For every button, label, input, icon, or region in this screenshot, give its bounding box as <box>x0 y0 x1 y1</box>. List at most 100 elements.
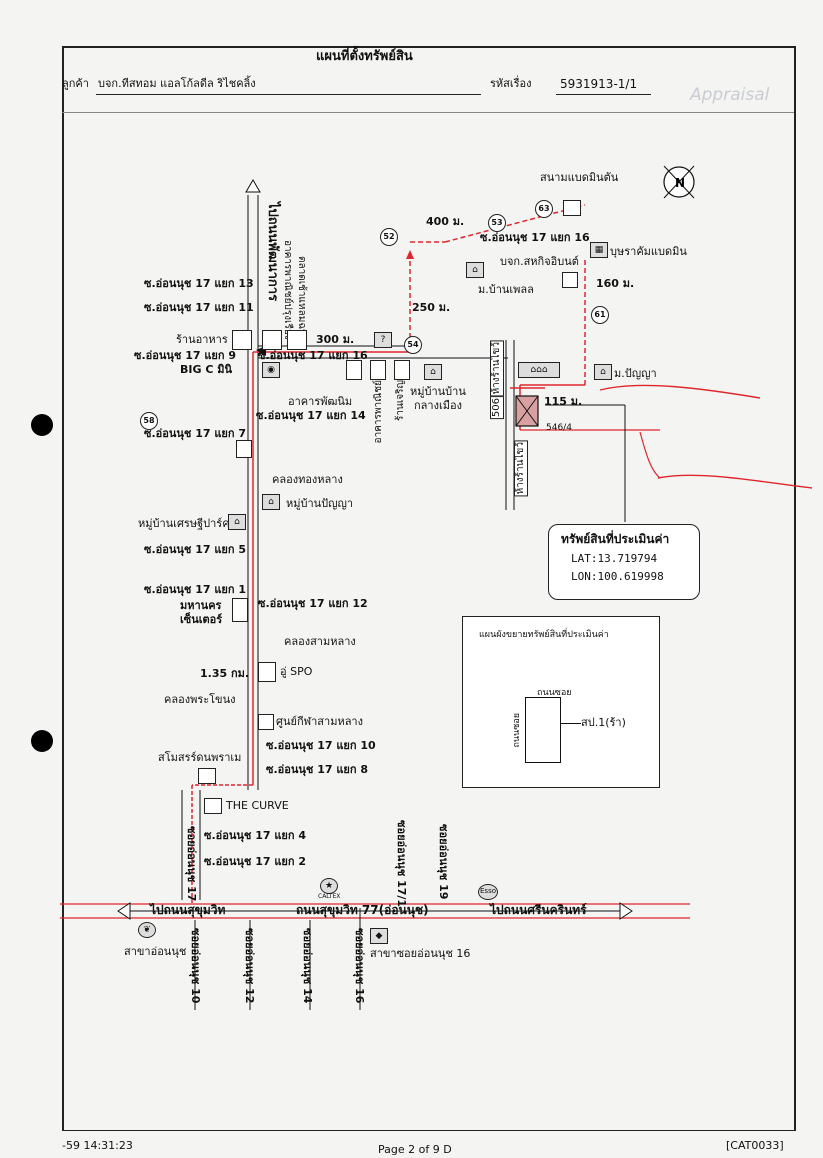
spo-box <box>258 662 276 682</box>
customer-name: บจก.ทีสทอม แอลโก้ลดีล ริไชคลิ้ง <box>98 77 256 90</box>
label-curve: THE CURVE <box>226 799 289 812</box>
badge-54: 54 <box>404 336 422 354</box>
road-label-shophouse: อาคารพาณิชย์ปรุงเรือง <box>282 240 293 340</box>
label-village-lower2: กลางเมือง <box>414 399 462 412</box>
label-esso: Esso <box>480 887 496 895</box>
road-label-soi17: ซอยอ่อนนุช 17 <box>185 826 198 902</box>
badge-61: 61 <box>591 306 609 324</box>
label-soi17-12: ซ.อ่อนนุช 17 แยก 12 <box>258 597 368 610</box>
school-icon: ▦ <box>590 242 608 258</box>
house-row-icon: ⌂⌂⌂ <box>518 362 560 378</box>
caltex-icon: ★ <box>320 878 338 894</box>
road-label-market: ตลาดเช้าแหลมฉบัง <box>296 256 307 341</box>
shop-box <box>370 360 386 380</box>
label-village2: หมู่บ้านเศรษฐีปาร์ค <box>138 517 230 530</box>
page-frame <box>62 46 796 1131</box>
label-center: เซ็นเตอร์ <box>180 613 223 626</box>
label-spo: อู่ SPO <box>280 665 313 678</box>
road-label-soi16: ซอยอ่อนนุช 16 <box>353 928 366 1004</box>
label-bigc: BIG C มินิ <box>180 363 233 376</box>
label-building14: อาคารพัฒนิม <box>288 395 353 408</box>
customer-underline <box>96 94 481 95</box>
inset-lot-label: สป.1(ร้า) <box>581 716 626 729</box>
inset-lot-shape <box>525 697 561 763</box>
label-soi17-2: ซ.อ่อนนุช 17 แยก 2 <box>204 855 307 868</box>
road-label-soi17-1: ซอยอ่อนนุช 17/1 <box>395 820 408 908</box>
inset-road-top: ถนนซอย <box>537 688 572 698</box>
inset-title: แผนผังขยายทรัพย์สินที่ประเมินค่า <box>479 630 609 640</box>
header-rule-top <box>62 46 794 48</box>
property-lat: LAT:13.719794 <box>571 552 658 565</box>
village2-icon: ⌂ <box>228 514 246 530</box>
label-canal2: คลองสามหลาง <box>284 635 356 648</box>
label-dist-400: 400 ม. <box>426 215 465 228</box>
bank2-icon: ◆ <box>370 928 388 944</box>
village-lower-icon: ⌂ <box>424 364 442 380</box>
road-label-shop: ร้านเจริญ <box>395 380 406 421</box>
label-plot-num: 546/4 <box>546 423 572 433</box>
road-label-left-main: ไปถนนพัฒนาการ <box>265 202 280 302</box>
label-canal3: คลองพระโขนง <box>164 693 236 706</box>
label-restaurant: ร้านอาหาร <box>176 333 228 346</box>
ref-label: รหัสเรื่อง <box>490 77 532 90</box>
svg-text:N: N <box>675 176 685 190</box>
label-village-top: ม.บ้านเพลล <box>478 283 534 296</box>
customer-label: ลูกค้า <box>62 77 89 90</box>
badge-53: 53 <box>488 214 506 232</box>
label-soi17-7: ซ.อ่อนนุช 17 แยก 7 <box>144 427 247 440</box>
esso-icon <box>478 884 498 900</box>
market-top-box <box>563 200 581 216</box>
property-lon: LON:100.619998 <box>571 570 664 583</box>
label-soi17-13: ซ.อ่อนนุช 17 แยก 13 <box>144 277 254 290</box>
label-market: สนามแบดมินตัน <box>540 171 619 184</box>
label-dist-160: 160 ม. <box>596 277 635 290</box>
label-soi17-10: ซ.อ่อนนุช 17 แยก 10 <box>266 739 376 752</box>
village-top-icon: ⌂ <box>466 262 484 278</box>
m-panya-icon: ⌂ <box>594 364 612 380</box>
company-box <box>562 272 578 288</box>
label-mahanakorn: มหานคร <box>180 599 222 612</box>
inset-road-left: ถนนซอย <box>512 713 522 748</box>
village-icon: ⌂ <box>262 494 280 510</box>
label-soi17-14: ซ.อ่อนนุช 17 แยก 14 <box>256 409 366 422</box>
soi7-box <box>236 440 252 458</box>
footer-timestamp: -59 14:31:23 <box>62 1139 133 1152</box>
label-dist-250: 250 ม. <box>412 301 451 314</box>
shop-icon: ? <box>374 332 392 348</box>
label-caltex: CALTEX <box>318 893 341 900</box>
road-label-soi10: ซอยอ่อนนุช 10 <box>189 928 202 1004</box>
label-school: บุษราคัมแบดมิน <box>610 245 687 258</box>
label-dist-135: 1.35 กม. <box>200 667 250 680</box>
sports-box <box>258 714 274 730</box>
inset-arrow <box>561 723 581 724</box>
punch-hole <box>31 730 53 752</box>
road-to-right: ไปถนนศรีนครินทร์ <box>490 903 587 917</box>
label-sports: ศูนย์กีฬาสามหลาง <box>276 715 363 728</box>
shop2-box <box>394 360 410 380</box>
market-box <box>287 330 307 350</box>
punch-hole <box>31 414 53 436</box>
badge-58: 58 <box>140 412 158 430</box>
badge-63: 63 <box>535 200 553 218</box>
road-label-soi12: ซอยอ่อนนุช 12 <box>243 928 256 1004</box>
label-company: บจก.สหกิจอิบนต์ <box>500 255 579 268</box>
label-canal1: คลองทองหลาง <box>272 473 343 486</box>
label-soi17-16: ซ.อ่อนนุช 17 แยก 16 <box>258 349 368 362</box>
ref-number: 5931913-1/1 <box>560 77 638 91</box>
road-label-soi19: ซอยอ่อนนุช 19 <box>437 824 450 900</box>
apartment-box <box>346 360 362 380</box>
label-soi17-16b: ซ.อ่อนนุช 17 แยก 16 <box>480 231 590 244</box>
road-label-506: 506 <box>490 396 504 420</box>
label-branch2: สาขาซอยอ่อนนุช 16 <box>370 947 471 960</box>
road-label-haa-top: ห้างร้านไขว้ <box>490 340 504 397</box>
label-soi17-11: ซ.อ่อนนุช 17 แยก 11 <box>144 301 254 314</box>
footer-code: [CAT0033] <box>726 1139 784 1152</box>
page-title: แผนที่ตั้งทรัพย์สิน <box>316 49 413 64</box>
road-to-left: ไปถนนสุขุมวิท <box>150 903 226 917</box>
header-rule-bottom <box>62 112 794 113</box>
road-label-apartment: อาคารพาณิชย์ <box>373 380 384 444</box>
golf-box <box>198 768 216 784</box>
label-dist-300: 300 ม. <box>316 333 355 346</box>
label-dist-115: 115 ม. <box>544 395 583 408</box>
